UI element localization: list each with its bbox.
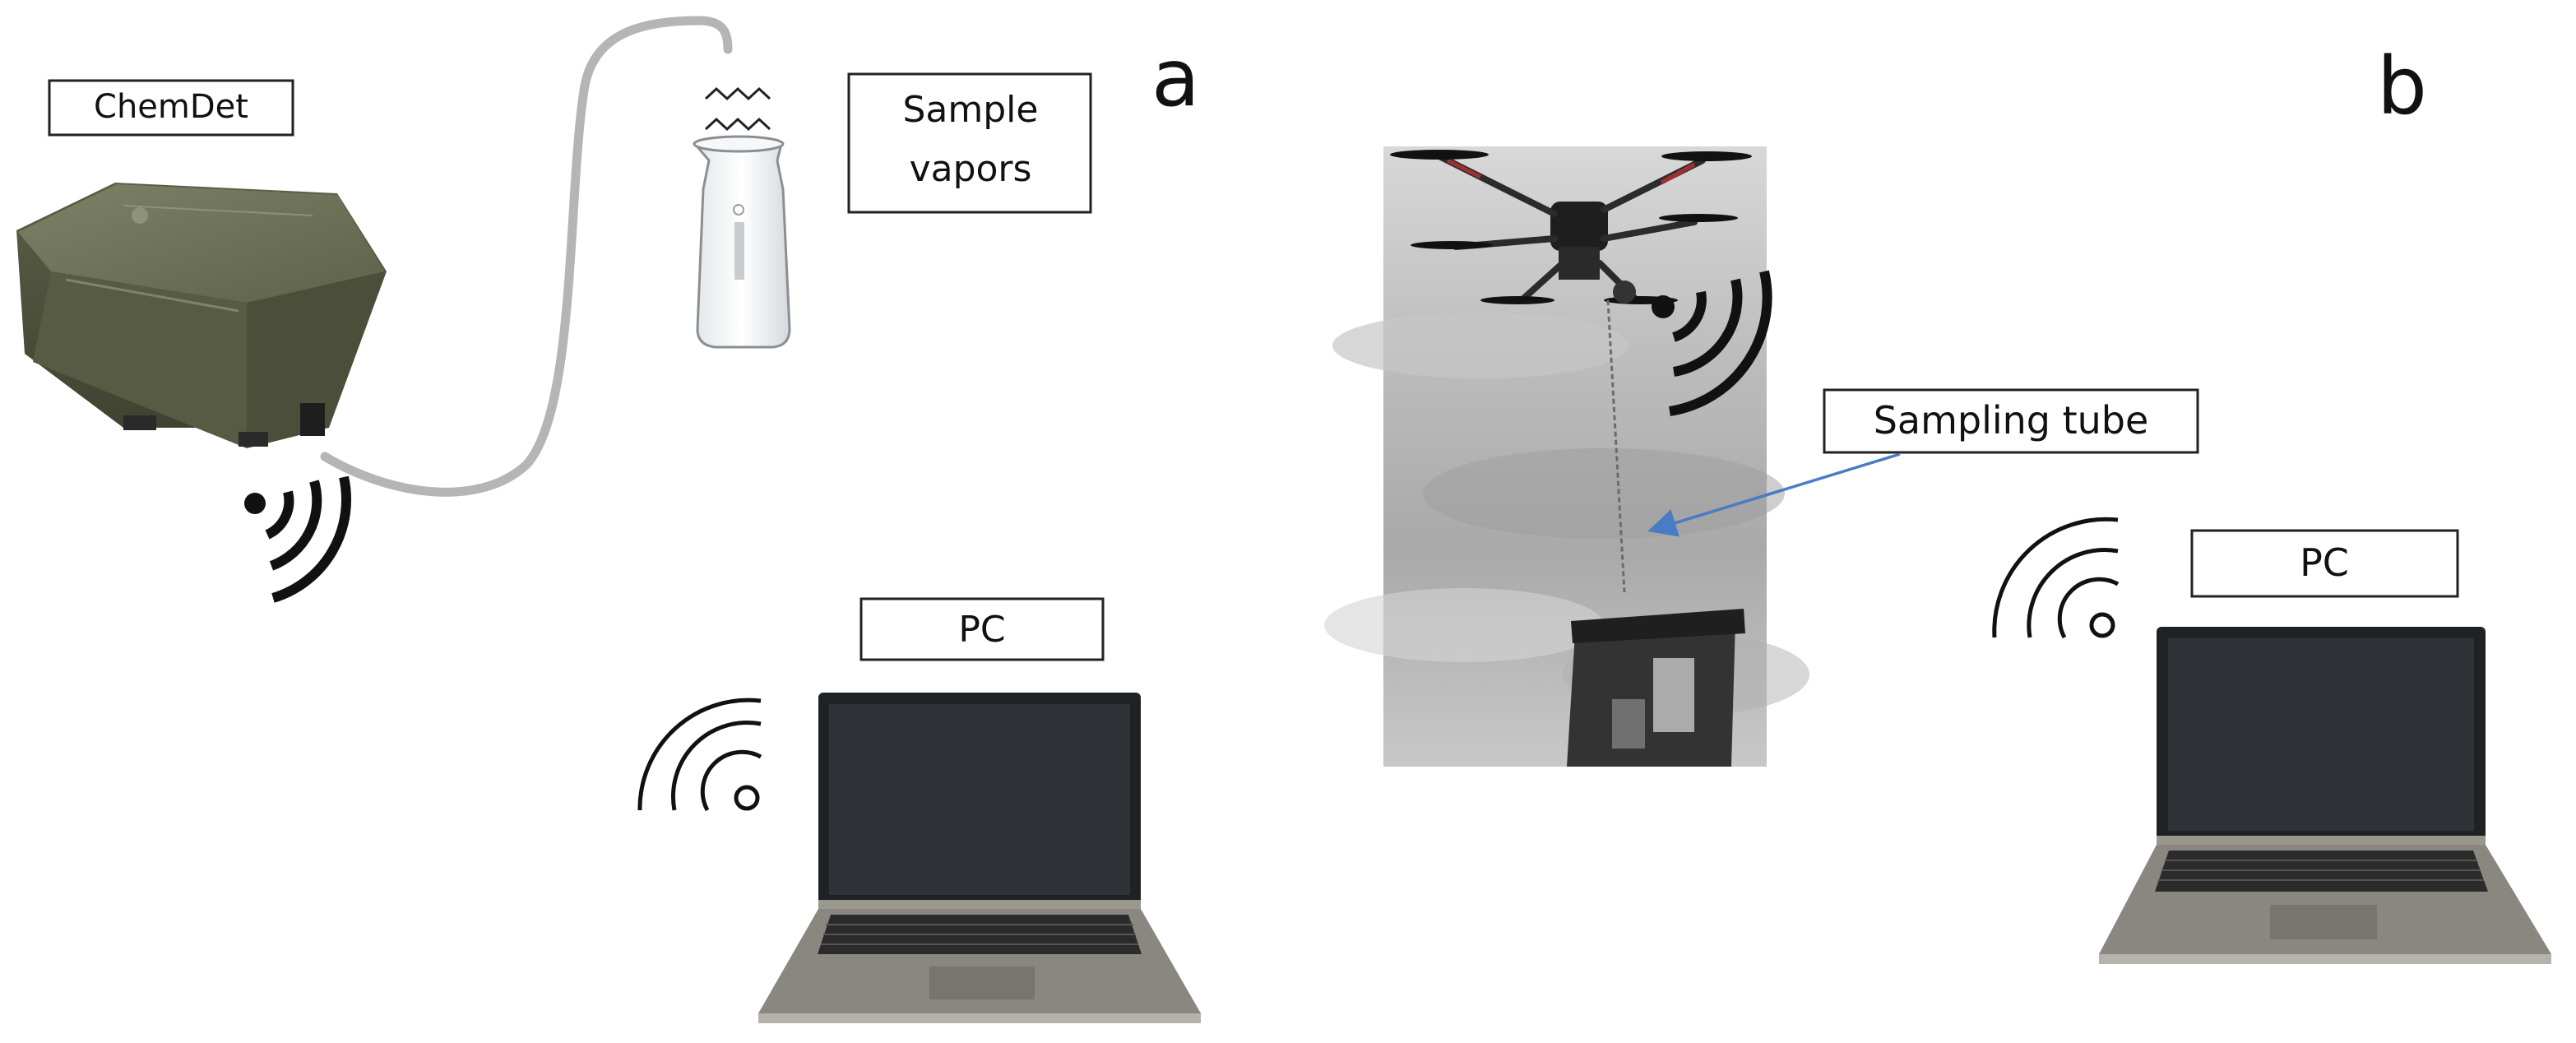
sample-vapors-label-line2: vapors [910, 148, 1032, 190]
pc-label-a-text: PC [958, 609, 1005, 651]
beaker-icon [692, 135, 791, 349]
wifi-signal-icon-pc-b [1992, 517, 2120, 639]
sample-vapors-label-line1: Sample [903, 89, 1039, 131]
sampling-tube-arrow [1647, 452, 1901, 537]
laptop-icon-b [2099, 627, 2551, 964]
chimney-structure [1567, 609, 1745, 767]
sample-vapors-label: Sample vapors [847, 72, 1092, 214]
panel-b: b [1324, 40, 2551, 964]
drone-photo [1324, 146, 1809, 767]
chemdet-label-text: ChemDet [94, 88, 248, 126]
sampling-hose [320, 16, 733, 497]
pc-label-b: PC [2190, 529, 2459, 598]
chemdet-device [16, 183, 387, 448]
pc-label-b-text: PC [2300, 540, 2349, 585]
drone-icon [1390, 150, 1752, 304]
panel-a: a ChemDet [16, 16, 1201, 1023]
chemdet-label: ChemDet [48, 79, 294, 137]
panel-letter-b: b [2377, 40, 2427, 132]
panel-letter-a: a [1151, 32, 1200, 124]
wifi-signal-icon-pc-a [637, 698, 762, 812]
sampling-tube-label: Sampling tube [1823, 388, 2199, 454]
wifi-signal-icon-chemdet [244, 475, 352, 603]
wifi-signal-icon-drone [1652, 270, 1772, 416]
pc-label-a: PC [859, 597, 1105, 661]
laptop-icon-a [758, 693, 1201, 1023]
sampling-tube-label-text: Sampling tube [1874, 398, 2149, 443]
vapor-wave-icon [704, 86, 771, 132]
